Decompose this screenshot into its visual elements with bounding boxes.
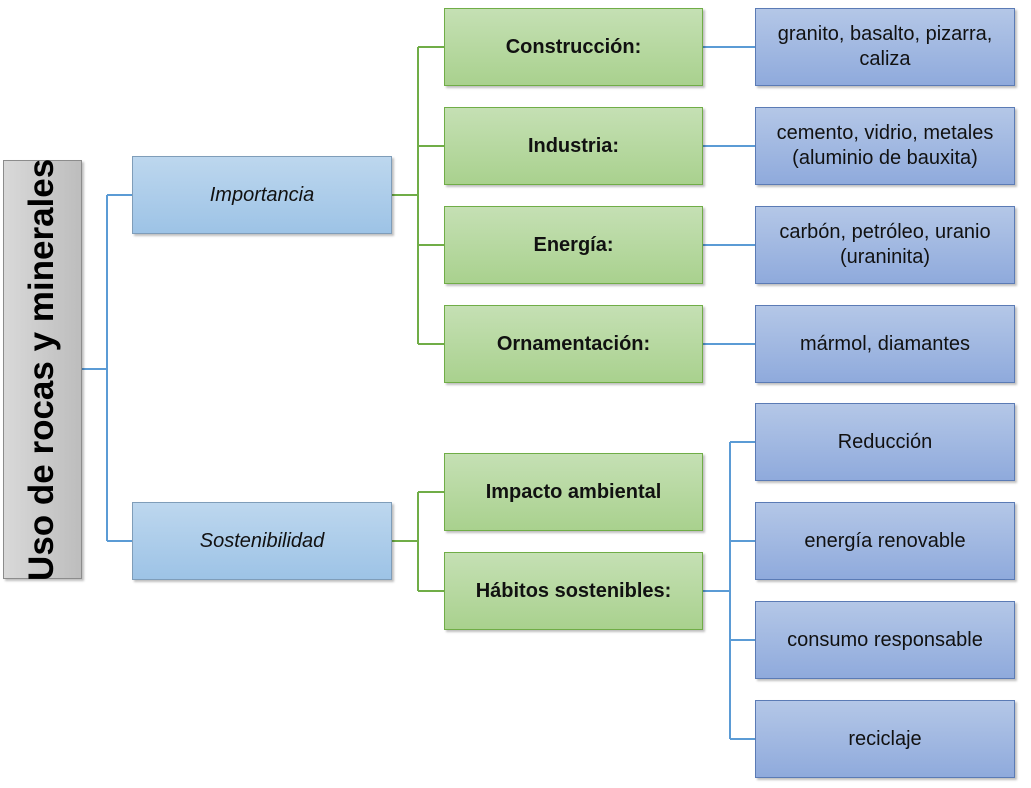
node-construccion-label: Construcción: bbox=[505, 35, 642, 58]
root-node: Uso de rocas y minerales bbox=[3, 158, 82, 581]
node-sostenibilidad-label: Sostenibilidad bbox=[199, 529, 325, 552]
node-importancia-label: Importancia bbox=[209, 183, 315, 206]
root-label: Uso de rocas y minerales bbox=[22, 158, 62, 581]
node-industria: Industria: bbox=[444, 107, 703, 185]
node-ornamentacion-label: Ornamentación: bbox=[496, 332, 651, 355]
node-impacto-ambiental-label: Impacto ambiental bbox=[485, 480, 662, 503]
node-energia-label: Energía: bbox=[533, 233, 614, 256]
detail-energia-text: carbón, petróleo, uranio (uraninita) bbox=[779, 221, 991, 268]
detail-connectors bbox=[703, 46, 756, 345]
node-industria-label: Industria: bbox=[527, 134, 620, 157]
node-energia: Energía: bbox=[444, 206, 703, 284]
node-habitos-sostenibles: Hábitos sostenibles: bbox=[444, 552, 703, 630]
habito-reciclaje: reciclaje bbox=[755, 700, 1015, 778]
node-importancia: Importancia bbox=[132, 156, 392, 234]
node-habitos-sostenibles-label: Hábitos sostenibles: bbox=[475, 579, 672, 602]
node-ornamentacion: Ornamentación: bbox=[444, 305, 703, 383]
node-construccion: Construcción: bbox=[444, 8, 703, 86]
detail-industria-text: cemento, vidrio, metales (aluminio de ba… bbox=[776, 122, 994, 169]
habitos-connectors bbox=[703, 441, 756, 740]
habito-reduccion-text: Reducción bbox=[837, 430, 933, 453]
habito-energia-renovable: energía renovable bbox=[755, 502, 1015, 580]
node-sostenibilidad: Sostenibilidad bbox=[132, 502, 392, 580]
habito-reduccion: Reducción bbox=[755, 403, 1015, 481]
habito-consumo-responsable: consumo responsable bbox=[755, 601, 1015, 679]
detail-ornamentacion: mármol, diamantes bbox=[755, 305, 1015, 383]
sostenibilidad-connectors bbox=[392, 491, 445, 592]
detail-construccion-text: granito, basalto, pizarra, caliza bbox=[777, 23, 993, 70]
detail-ornamentacion-text: mármol, diamantes bbox=[799, 332, 971, 355]
habito-consumo-responsable-text: consumo responsable bbox=[787, 628, 983, 651]
node-impacto-ambiental: Impacto ambiental bbox=[444, 453, 703, 531]
detail-construccion: granito, basalto, pizarra, caliza bbox=[755, 8, 1015, 86]
habito-reciclaje-text: reciclaje bbox=[848, 727, 922, 750]
importancia-connectors bbox=[392, 46, 445, 345]
detail-industria: cemento, vidrio, metales (aluminio de ba… bbox=[755, 107, 1015, 185]
root-connectors bbox=[82, 194, 133, 542]
habito-energia-renovable-text: energía renovable bbox=[804, 529, 966, 552]
detail-energia: carbón, petróleo, uranio (uraninita) bbox=[755, 206, 1015, 284]
